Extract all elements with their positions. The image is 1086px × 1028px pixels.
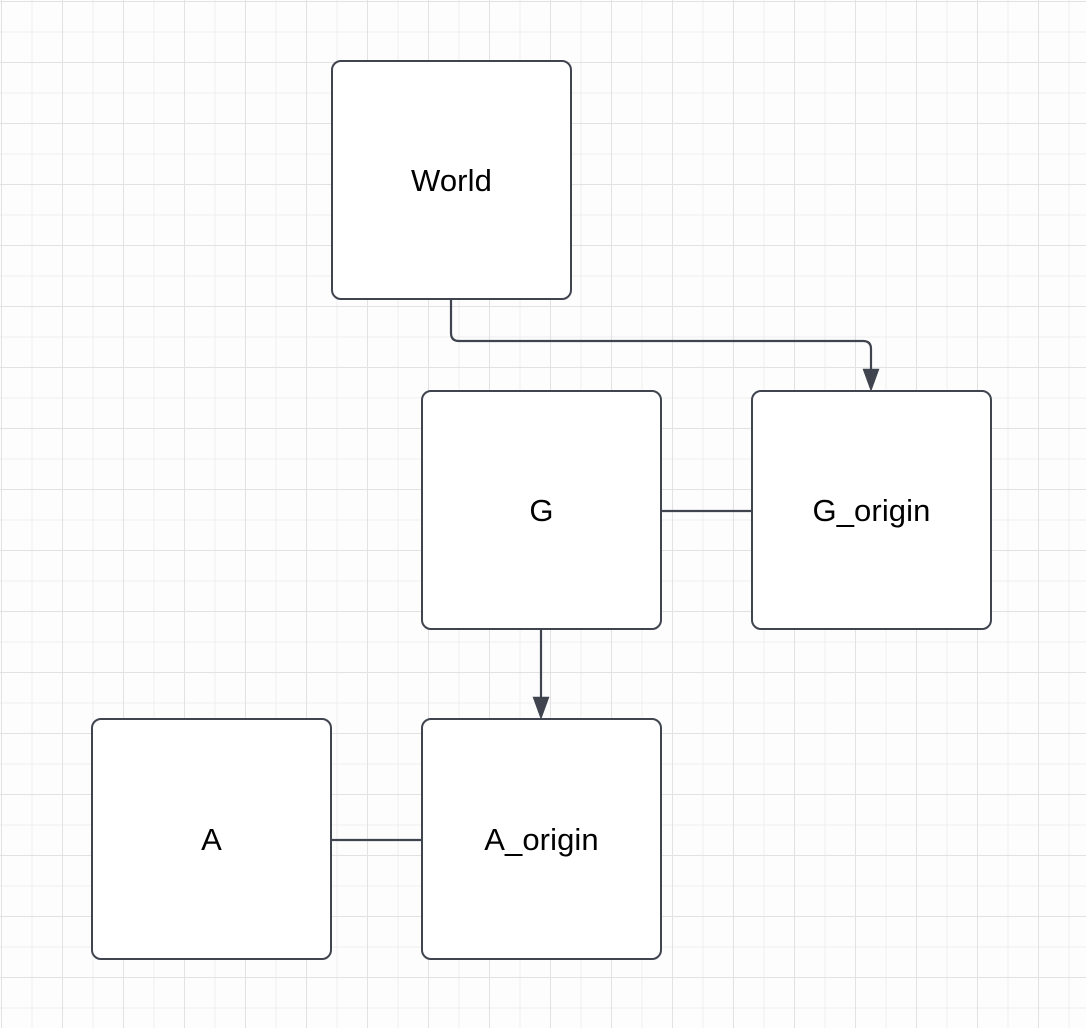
node-g-origin[interactable]: G_origin — [751, 390, 992, 630]
node-label-a-origin: A_origin — [484, 821, 599, 857]
node-world[interactable]: World — [331, 60, 572, 300]
node-label-g: G — [529, 492, 554, 528]
node-a-origin[interactable]: A_origin — [421, 718, 662, 960]
node-label-g-origin: G_origin — [812, 492, 931, 528]
node-label-a: A — [201, 821, 222, 857]
arrowhead-icon-a_origin — [532, 696, 550, 720]
node-label-world: World — [411, 162, 492, 198]
edge-world-to-g_origin[interactable] — [449, 300, 880, 392]
node-g[interactable]: G — [421, 390, 662, 630]
edge-g-to-a_origin[interactable] — [532, 630, 550, 720]
edge-path-world-to-g_origin — [449, 300, 873, 369]
arrowhead-icon-g_origin — [862, 368, 880, 392]
node-a[interactable]: A — [91, 718, 332, 960]
